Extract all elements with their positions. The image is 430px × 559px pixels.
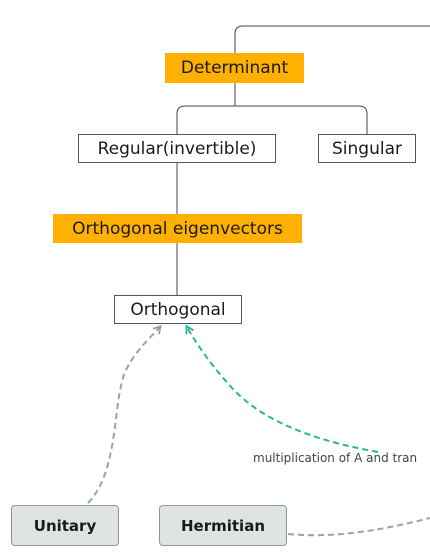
node-unitary[interactable]: Unitary bbox=[11, 505, 119, 546]
node-regular-invertible[interactable]: Regular(invertible) bbox=[78, 134, 276, 163]
dashed-arrow-multiplication-to-orthogonal bbox=[185, 324, 379, 453]
line-top-branch bbox=[234, 25, 430, 53]
node-singular-label: Singular bbox=[332, 138, 402, 159]
node-orthogonal-eigenvectors[interactable]: Orthogonal eigenvectors bbox=[53, 214, 302, 243]
edge-label-multiplication: multiplication of A and tran bbox=[253, 451, 418, 465]
node-orthogonal-label: Orthogonal bbox=[130, 299, 226, 320]
line-split-horizontal bbox=[176, 105, 368, 134]
dashed-arrow-unitary-to-orthogonal bbox=[87, 324, 162, 504]
node-orthogonal[interactable]: Orthogonal bbox=[114, 295, 242, 324]
node-determinant[interactable]: Determinant bbox=[165, 53, 304, 83]
node-regular-invertible-label: Regular(invertible) bbox=[97, 138, 257, 159]
node-singular[interactable]: Singular bbox=[318, 134, 416, 163]
node-unitary-label: Unitary bbox=[33, 516, 97, 535]
dashed-line-hermitian-right bbox=[287, 517, 430, 537]
node-hermitian-label: Hermitian bbox=[180, 516, 265, 535]
node-determinant-label: Determinant bbox=[180, 58, 289, 78]
node-orthogonal-eigenvectors-label: Orthogonal eigenvectors bbox=[72, 218, 283, 239]
node-hermitian[interactable]: Hermitian bbox=[159, 505, 287, 546]
